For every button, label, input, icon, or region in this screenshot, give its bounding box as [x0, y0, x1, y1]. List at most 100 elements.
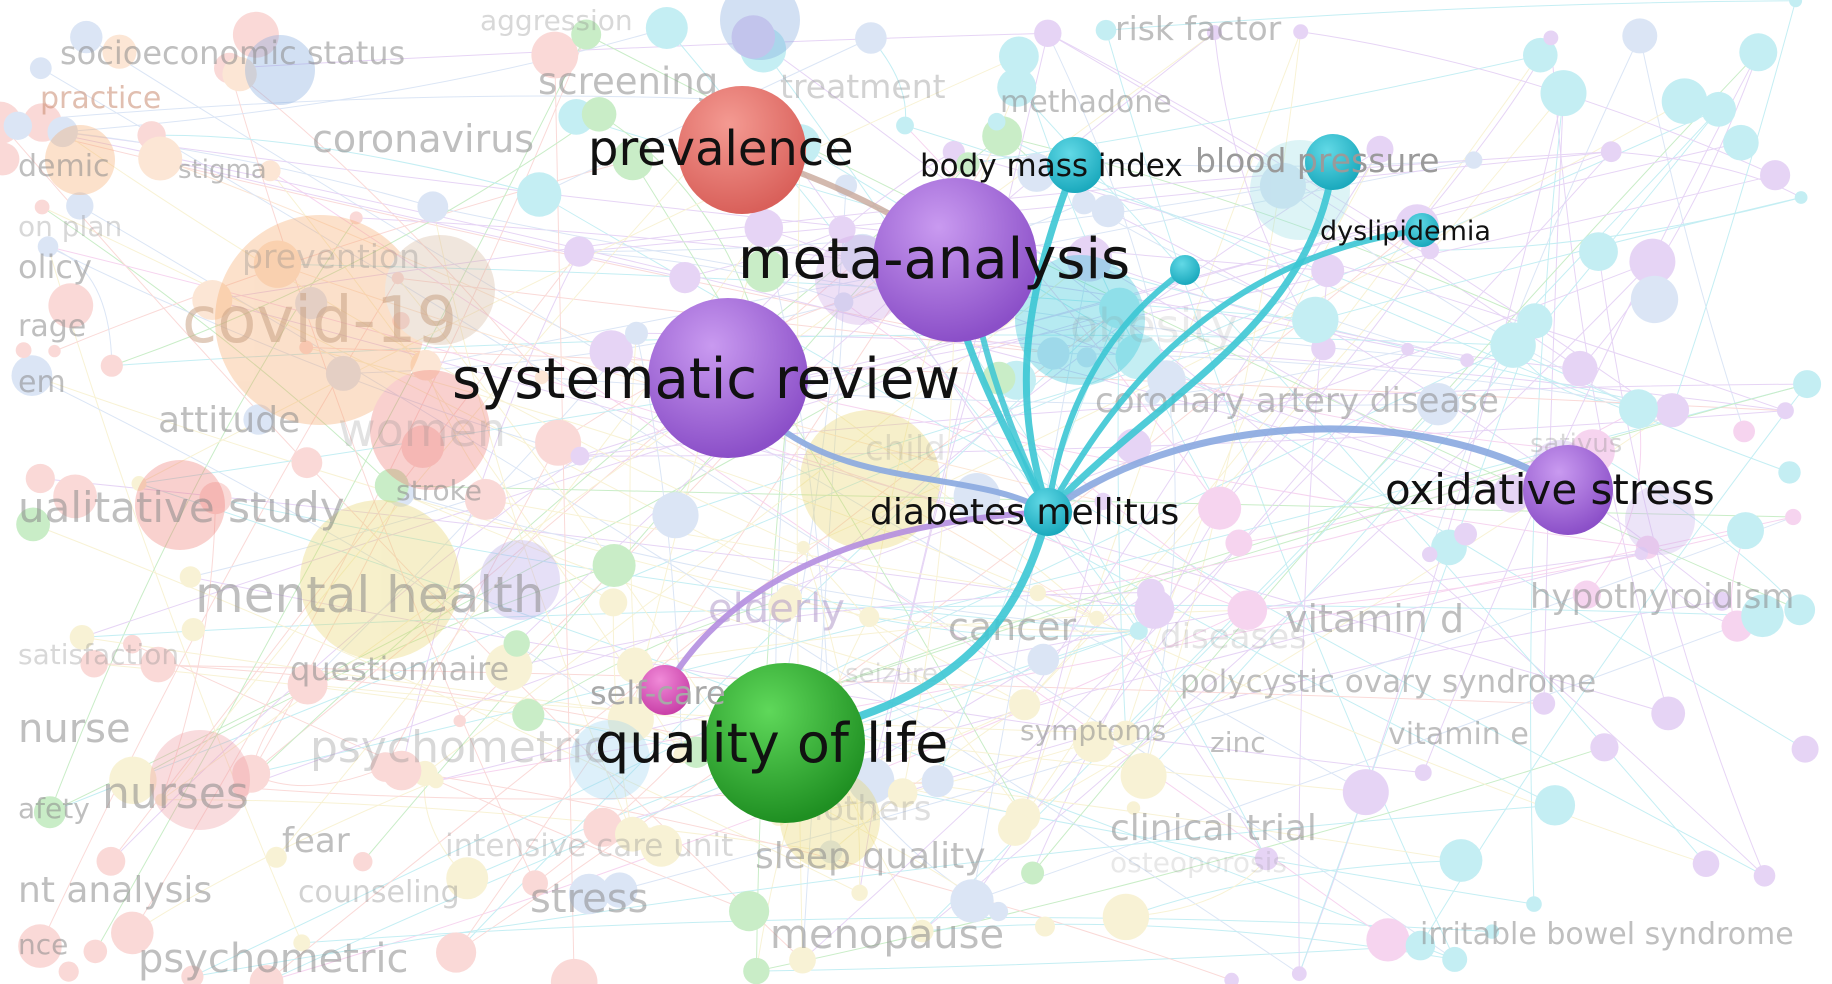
- background-node: [1635, 535, 1660, 559]
- background-link: [1416, 37, 1552, 227]
- node-obesity[interactable]: [1170, 255, 1200, 285]
- background-node: [1206, 25, 1222, 41]
- faded-label: psychometric: [138, 936, 409, 982]
- background-node: [1293, 24, 1309, 40]
- background-link: [755, 380, 792, 972]
- background-link: [192, 804, 1555, 978]
- background-link: [212, 299, 1669, 714]
- background-node: [652, 492, 699, 539]
- background-link: [138, 55, 1020, 484]
- node-oxidative-stress[interactable]: [1523, 445, 1613, 535]
- node-body-mass-index[interactable]: [1047, 137, 1103, 193]
- background-link: [39, 277, 399, 947]
- background-node: [325, 355, 361, 391]
- background-node: [58, 961, 79, 982]
- background-node: [1654, 393, 1690, 428]
- background-link: [425, 365, 614, 603]
- node-blood-pressure[interactable]: [1305, 134, 1361, 190]
- background-node: [1037, 337, 1070, 370]
- background-node: [1733, 420, 1755, 443]
- background-link: [783, 148, 1381, 607]
- background-node: [412, 760, 438, 787]
- background-link: [528, 714, 1535, 905]
- node-systematic-review[interactable]: [648, 298, 808, 458]
- background-node: [1590, 733, 1619, 762]
- background-node: [607, 696, 654, 743]
- background-node: [1727, 512, 1764, 550]
- background-link: [423, 773, 468, 879]
- background-link: [81, 604, 1763, 638]
- background-node: [1634, 546, 1649, 561]
- label-blood-pressure: blood pressure: [1195, 141, 1439, 180]
- background-node: [1572, 580, 1601, 609]
- background-node: [1523, 37, 1558, 73]
- faded-label: women: [338, 403, 506, 457]
- background-link: [41, 206, 1025, 706]
- background-link: [455, 225, 1418, 953]
- background-link: [790, 380, 1098, 619]
- background-node: [503, 630, 530, 657]
- background-node: [921, 765, 954, 798]
- background-node: [464, 478, 506, 520]
- background-link: [869, 616, 1139, 637]
- node-quality-of-life[interactable]: [705, 663, 865, 823]
- background-node: [1723, 124, 1759, 161]
- node-diabetes-mellitus[interactable]: [1024, 488, 1072, 536]
- background-node: [1454, 522, 1477, 546]
- faded-label: coronavirus: [312, 117, 534, 161]
- background-node: [37, 236, 59, 257]
- node-prevalence[interactable]: [678, 86, 806, 214]
- node-dyslipidemia[interactable]: [1405, 213, 1439, 247]
- background-link: [132, 643, 750, 912]
- background-link: [432, 206, 633, 835]
- background-node: [1137, 578, 1165, 607]
- background-link: [32, 523, 860, 894]
- node-meta-analysis[interactable]: [873, 178, 1037, 342]
- background-node: [1579, 232, 1618, 271]
- background-node: [1562, 350, 1598, 387]
- node-self-care[interactable]: [640, 665, 690, 715]
- background-link: [161, 100, 752, 801]
- background-link: [598, 113, 754, 316]
- faded-label: irritable bowel syndrome: [1420, 917, 1794, 952]
- background-link: [0, 95, 752, 124]
- background-node: [1089, 610, 1105, 626]
- background-node: [911, 919, 934, 943]
- background-link: [160, 158, 686, 279]
- background-node: [293, 934, 311, 952]
- background-node: [1442, 946, 1468, 972]
- background-node: [768, 590, 800, 622]
- background-node: [232, 11, 279, 58]
- faded-label: child: [865, 429, 946, 469]
- background-link: [1047, 32, 1649, 404]
- background-node: [401, 425, 445, 469]
- background-node: [1692, 850, 1720, 877]
- faded-label: stroke: [396, 474, 482, 507]
- background-node: [1789, 0, 1803, 8]
- link-diabetes-body-mass-index: [1022, 161, 1079, 516]
- background-node: [589, 330, 633, 374]
- background-link: [277, 263, 1316, 321]
- background-node: [612, 139, 654, 181]
- background-link: [921, 261, 1653, 932]
- link-diabetes-dyslipidemia: [1045, 227, 1425, 515]
- background-node: [987, 112, 1006, 131]
- background-node: [1224, 972, 1239, 984]
- background-node: [1366, 918, 1410, 962]
- faded-label: attitude: [158, 400, 300, 441]
- faded-label: on plan: [18, 210, 122, 243]
- background-link: [241, 261, 1653, 788]
- faded-label: em: [18, 365, 66, 400]
- background-node: [1102, 893, 1150, 941]
- background-node: [1701, 91, 1736, 127]
- background-node: [1661, 78, 1708, 124]
- faded-label: mental health: [195, 566, 544, 624]
- background-node: [15, 342, 32, 359]
- background-node: [53, 474, 97, 519]
- faded-labels: aggression risk factor socioeconomic sta…: [18, 4, 1794, 982]
- faded-label: counseling: [298, 875, 460, 910]
- background-link: [94, 663, 1545, 704]
- background-node: [570, 446, 590, 466]
- background-link: [49, 108, 1719, 813]
- faded-label: covid-19: [182, 284, 457, 358]
